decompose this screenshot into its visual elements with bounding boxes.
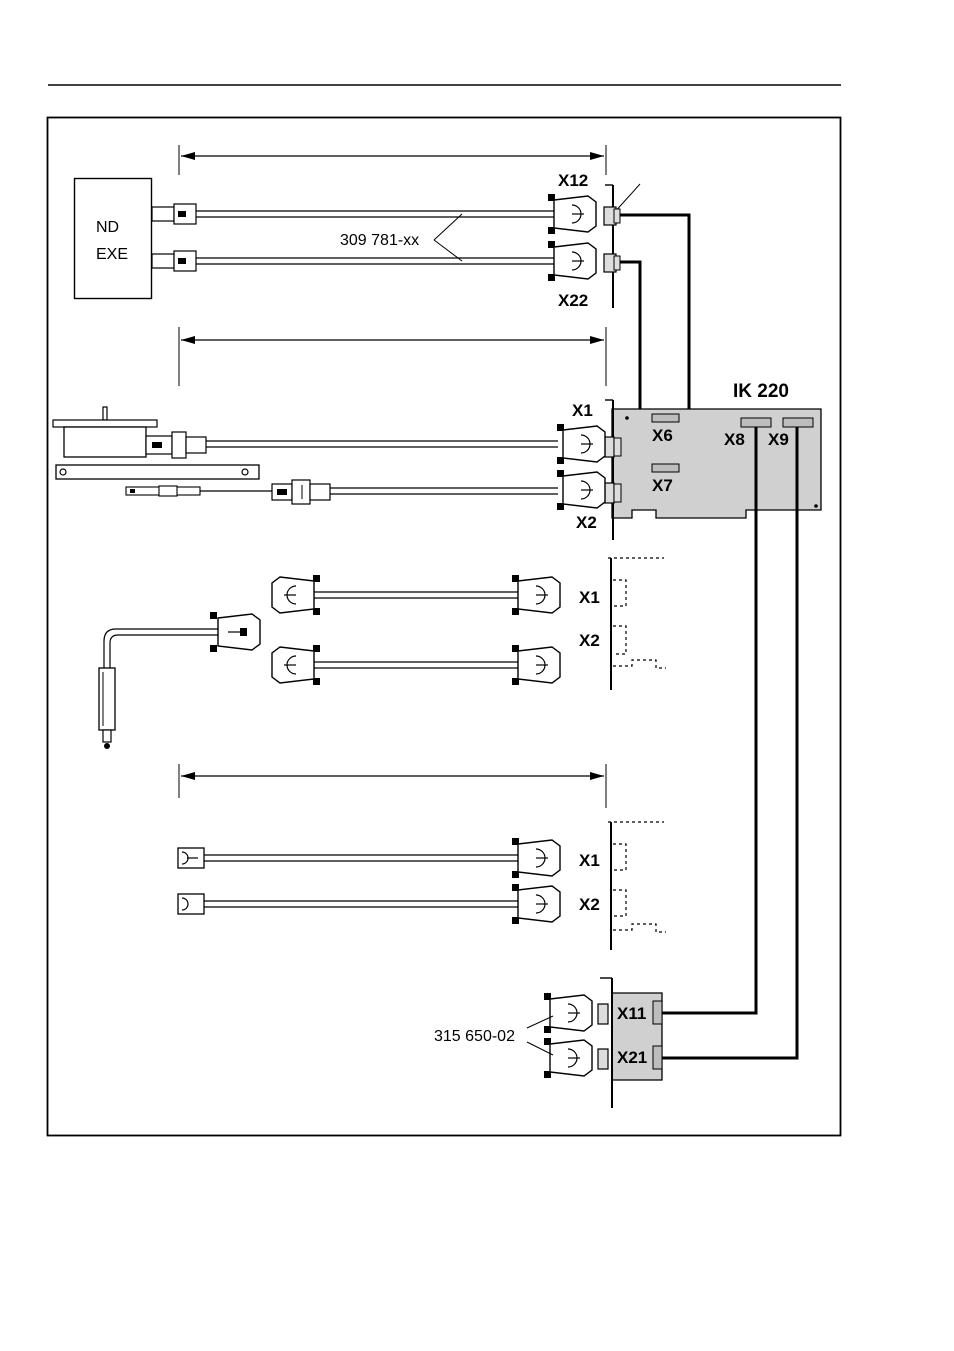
nd-label: ND <box>96 219 119 236</box>
label-x1-probe: X1 <box>579 588 600 607</box>
label-x12: X12 <box>558 171 588 190</box>
label-x11: X11 <box>617 1004 646 1023</box>
label-x2-card: X2 <box>576 513 597 532</box>
adapter-cable-pointer <box>433 213 463 262</box>
ik220-title: IK 220 <box>733 381 789 402</box>
connector-x22 <box>547 240 597 282</box>
encoder-cable-x1 <box>206 440 558 448</box>
ribbon-x12-to-x6 <box>620 213 691 420</box>
dimension-arrow-3 <box>178 764 607 808</box>
dimension-arrow-1 <box>178 145 607 175</box>
touch-probe <box>98 612 261 749</box>
header-x7 <box>651 463 680 473</box>
label-x7: X7 <box>652 476 673 495</box>
connector-x2-probe <box>511 644 561 686</box>
slot-outline-4 <box>608 821 666 933</box>
label-x21: X21 <box>617 1048 647 1067</box>
rotary-encoder <box>52 406 207 459</box>
dimension-arrow-2 <box>178 327 607 386</box>
cable-11ua-x1 <box>204 854 518 862</box>
connector-x2-11ua <box>511 883 561 925</box>
connector-x12 <box>547 193 597 235</box>
label-x1-11ua: X1 <box>579 851 600 870</box>
cable-11ua-x2 <box>204 900 518 908</box>
label-x2-probe: X2 <box>579 631 600 650</box>
header-x6 <box>651 413 680 423</box>
nd-plug-upper <box>151 203 197 225</box>
plug-11ua-lower <box>177 893 205 915</box>
header-x8 <box>740 417 772 428</box>
bracket-cable-label: 315 650-02 <box>434 1028 515 1045</box>
slot-outline-3 <box>608 557 666 669</box>
connector-x1-11ua <box>511 837 561 879</box>
label-x8: X8 <box>724 430 745 449</box>
exe-label: EXE <box>96 246 128 263</box>
adapter-cable-lower <box>196 257 560 265</box>
label-x6: X6 <box>652 426 673 445</box>
label-x1-card: X1 <box>572 401 593 420</box>
encoder-cable-x2 <box>330 487 558 495</box>
probe-cable-x2 <box>314 661 518 669</box>
header-x9 <box>782 417 814 428</box>
nd-plug-lower <box>151 250 197 272</box>
ik220-card <box>611 408 822 519</box>
nd-exe-box: ND EXE <box>73 177 153 300</box>
connector-x11 <box>543 992 593 1034</box>
plug-11ua-upper <box>177 847 205 869</box>
connector-x1-card <box>556 423 606 465</box>
label-x9: X9 <box>768 430 789 449</box>
ribbon-x9-to-x21 <box>662 427 799 1060</box>
bracket-cable-pointer <box>526 1015 554 1056</box>
ribbon-x8-to-x11 <box>662 427 758 1015</box>
probe-cable-x1 <box>314 591 518 599</box>
adapter-cable-upper <box>196 210 560 218</box>
encoder-coupling <box>271 479 331 505</box>
label-x2-11ua: X2 <box>579 895 600 914</box>
connector-x1-probe <box>511 574 561 616</box>
linear-encoder <box>55 464 272 497</box>
figure-frame <box>46 116 842 1137</box>
adapter-cable-label: 309 781-xx <box>340 232 419 249</box>
connector-x21 <box>543 1037 593 1079</box>
label-x22: X22 <box>558 291 588 310</box>
adapter-plug-upper <box>271 574 321 616</box>
adapter-plug-lower <box>271 644 321 686</box>
connector-x2-card <box>556 469 606 511</box>
